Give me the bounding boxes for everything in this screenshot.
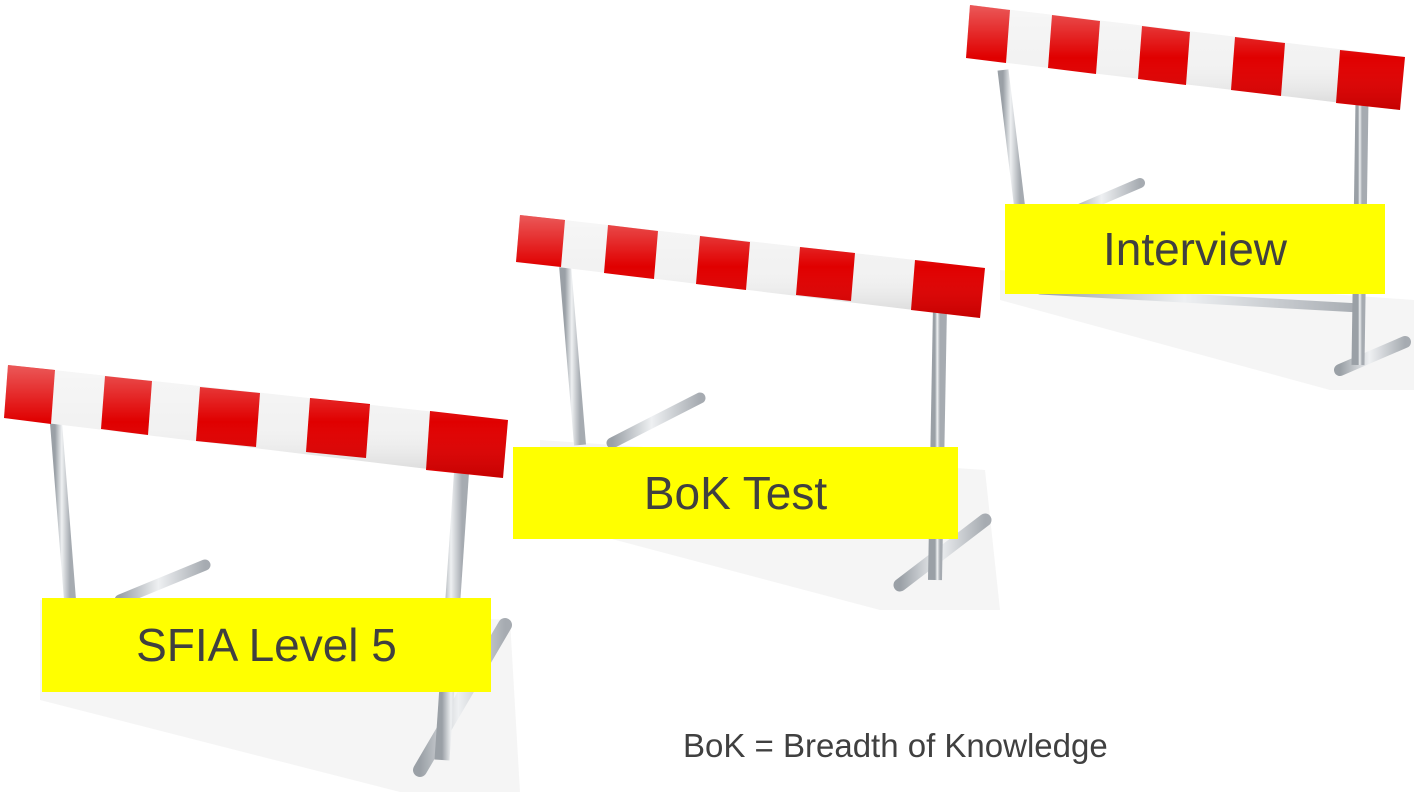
footnote: BoK = Breadth of Knowledge <box>683 727 1108 764</box>
interview-label: Interview <box>1005 204 1385 294</box>
hurdle-interview <box>966 5 1414 390</box>
hurdle-bok-test <box>516 215 1000 610</box>
bok-test-label: BoK Test <box>513 447 958 539</box>
sfia-level-5-label: SFIA Level 5 <box>42 598 491 692</box>
hurdle-sfia-level-5 <box>4 365 520 792</box>
